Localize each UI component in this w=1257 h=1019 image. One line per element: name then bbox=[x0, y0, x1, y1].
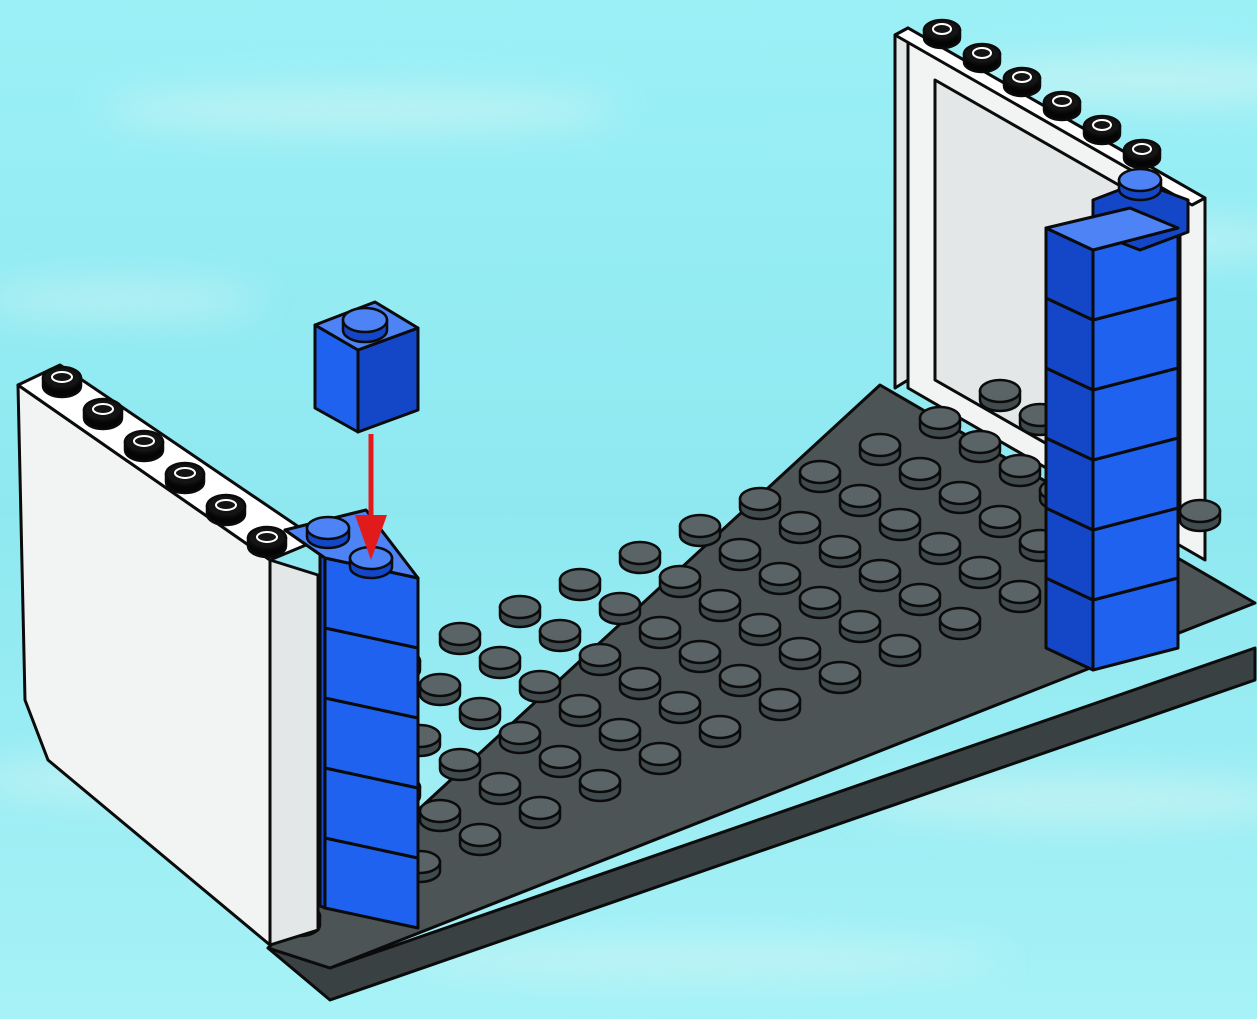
baseplate-stud bbox=[698, 714, 742, 749]
baseplate-stud bbox=[658, 690, 702, 725]
baseplate-stud bbox=[558, 693, 602, 728]
background-streaks bbox=[0, 54, 1257, 978]
baseplate-stud bbox=[938, 606, 982, 641]
wall-stud bbox=[164, 461, 206, 495]
blue-stud bbox=[341, 306, 389, 344]
wall-stud bbox=[82, 397, 124, 431]
baseplate-stud bbox=[638, 615, 682, 650]
baseplate-stud bbox=[758, 687, 802, 722]
baseplate-stud bbox=[618, 666, 662, 701]
window-stud bbox=[1122, 138, 1162, 170]
baseplate-stud bbox=[798, 459, 842, 494]
left-wall bbox=[16, 363, 320, 947]
wall-stud bbox=[246, 525, 288, 559]
left-wall-studs bbox=[41, 365, 288, 559]
baseplate-stud bbox=[578, 642, 622, 677]
window-stud bbox=[922, 18, 962, 50]
right-pillar-top bbox=[1044, 206, 1180, 252]
baseplate-stud bbox=[758, 561, 802, 596]
baseplate-stud bbox=[838, 483, 882, 518]
baseplate-stud bbox=[518, 795, 562, 830]
baseplate-stud bbox=[978, 504, 1022, 539]
baseplate-stud bbox=[818, 534, 862, 569]
baseplate-stud bbox=[598, 717, 642, 752]
baseplate-stud bbox=[918, 405, 962, 440]
arrow-down-icon bbox=[355, 434, 387, 560]
baseplate-stud bbox=[438, 747, 482, 782]
baseplate-stud bbox=[738, 612, 782, 647]
baseplate-stud bbox=[538, 618, 582, 653]
baseplate-stud bbox=[818, 660, 862, 695]
baseplate-stud bbox=[438, 621, 482, 656]
baseplate-stud bbox=[778, 510, 822, 545]
wall-stud bbox=[205, 493, 247, 527]
baseplate-stud bbox=[418, 798, 462, 833]
baseplate-stud bbox=[898, 582, 942, 617]
baseplate-stud bbox=[478, 645, 522, 680]
baseplate-stud bbox=[498, 720, 542, 755]
baseplate-stud bbox=[538, 744, 582, 779]
baseplate-stud bbox=[958, 555, 1002, 590]
baseplate-stud bbox=[738, 486, 782, 521]
baseplate-stud bbox=[718, 537, 762, 572]
baseplate-stud bbox=[858, 558, 902, 593]
baseplate-stud bbox=[998, 453, 1042, 488]
baseplate-stud bbox=[498, 594, 542, 629]
left-wall-end bbox=[268, 558, 320, 947]
baseplate-stud bbox=[858, 432, 902, 467]
baseplate-stud bbox=[618, 540, 662, 575]
baseplate-stud bbox=[878, 507, 922, 542]
baseplate-stud bbox=[638, 741, 682, 776]
wall-stud bbox=[123, 429, 165, 463]
baseplate-stud bbox=[598, 591, 642, 626]
left-pillar bbox=[283, 508, 420, 930]
baseplate-stud bbox=[938, 480, 982, 515]
wall-stud bbox=[41, 365, 83, 399]
baseplate-stud bbox=[658, 564, 702, 599]
baseplate-stud bbox=[1178, 498, 1222, 533]
baseplate-stud bbox=[698, 588, 742, 623]
baseplate-stud bbox=[578, 768, 622, 803]
baseplate-stud bbox=[518, 669, 562, 704]
blue-stud bbox=[1117, 167, 1163, 202]
baseplate-stud bbox=[678, 639, 722, 674]
baseplate-stud bbox=[718, 663, 762, 698]
baseplate-stud bbox=[778, 636, 822, 671]
right-pillar bbox=[1044, 167, 1190, 672]
baseplate-stud bbox=[838, 609, 882, 644]
window-stud bbox=[1002, 66, 1042, 98]
baseplate-stud bbox=[558, 567, 602, 602]
baseplate-stud bbox=[478, 771, 522, 806]
blue-stud bbox=[305, 515, 351, 550]
baseplate-stud bbox=[998, 579, 1042, 614]
baseplate-stud bbox=[798, 585, 842, 620]
window-stud bbox=[1082, 114, 1122, 146]
baseplate-stud bbox=[898, 456, 942, 491]
window-stud bbox=[962, 42, 1002, 74]
baseplate-stud bbox=[458, 696, 502, 731]
baseplate-stud bbox=[978, 378, 1022, 413]
baseplate-stud bbox=[958, 429, 1002, 464]
baseplate-stud bbox=[418, 672, 462, 707]
window-frame-studs bbox=[922, 18, 1162, 170]
window-frame-left-side bbox=[893, 26, 910, 390]
baseplate-stud bbox=[678, 513, 722, 548]
window-stud bbox=[1042, 90, 1082, 122]
baseplate-stud bbox=[878, 633, 922, 668]
falling-brick-stud bbox=[341, 306, 389, 344]
baseplate-stud bbox=[918, 531, 962, 566]
baseplate-stud bbox=[458, 822, 502, 857]
falling-brick bbox=[313, 300, 420, 434]
